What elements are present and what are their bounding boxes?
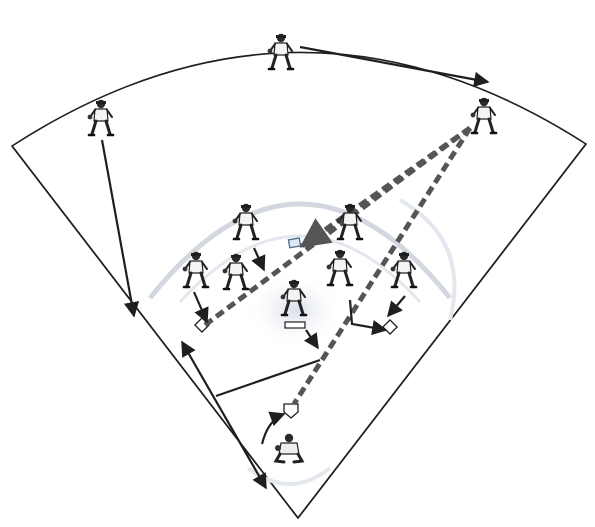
pitchers-rubber [285, 322, 305, 328]
second-base [288, 238, 300, 248]
